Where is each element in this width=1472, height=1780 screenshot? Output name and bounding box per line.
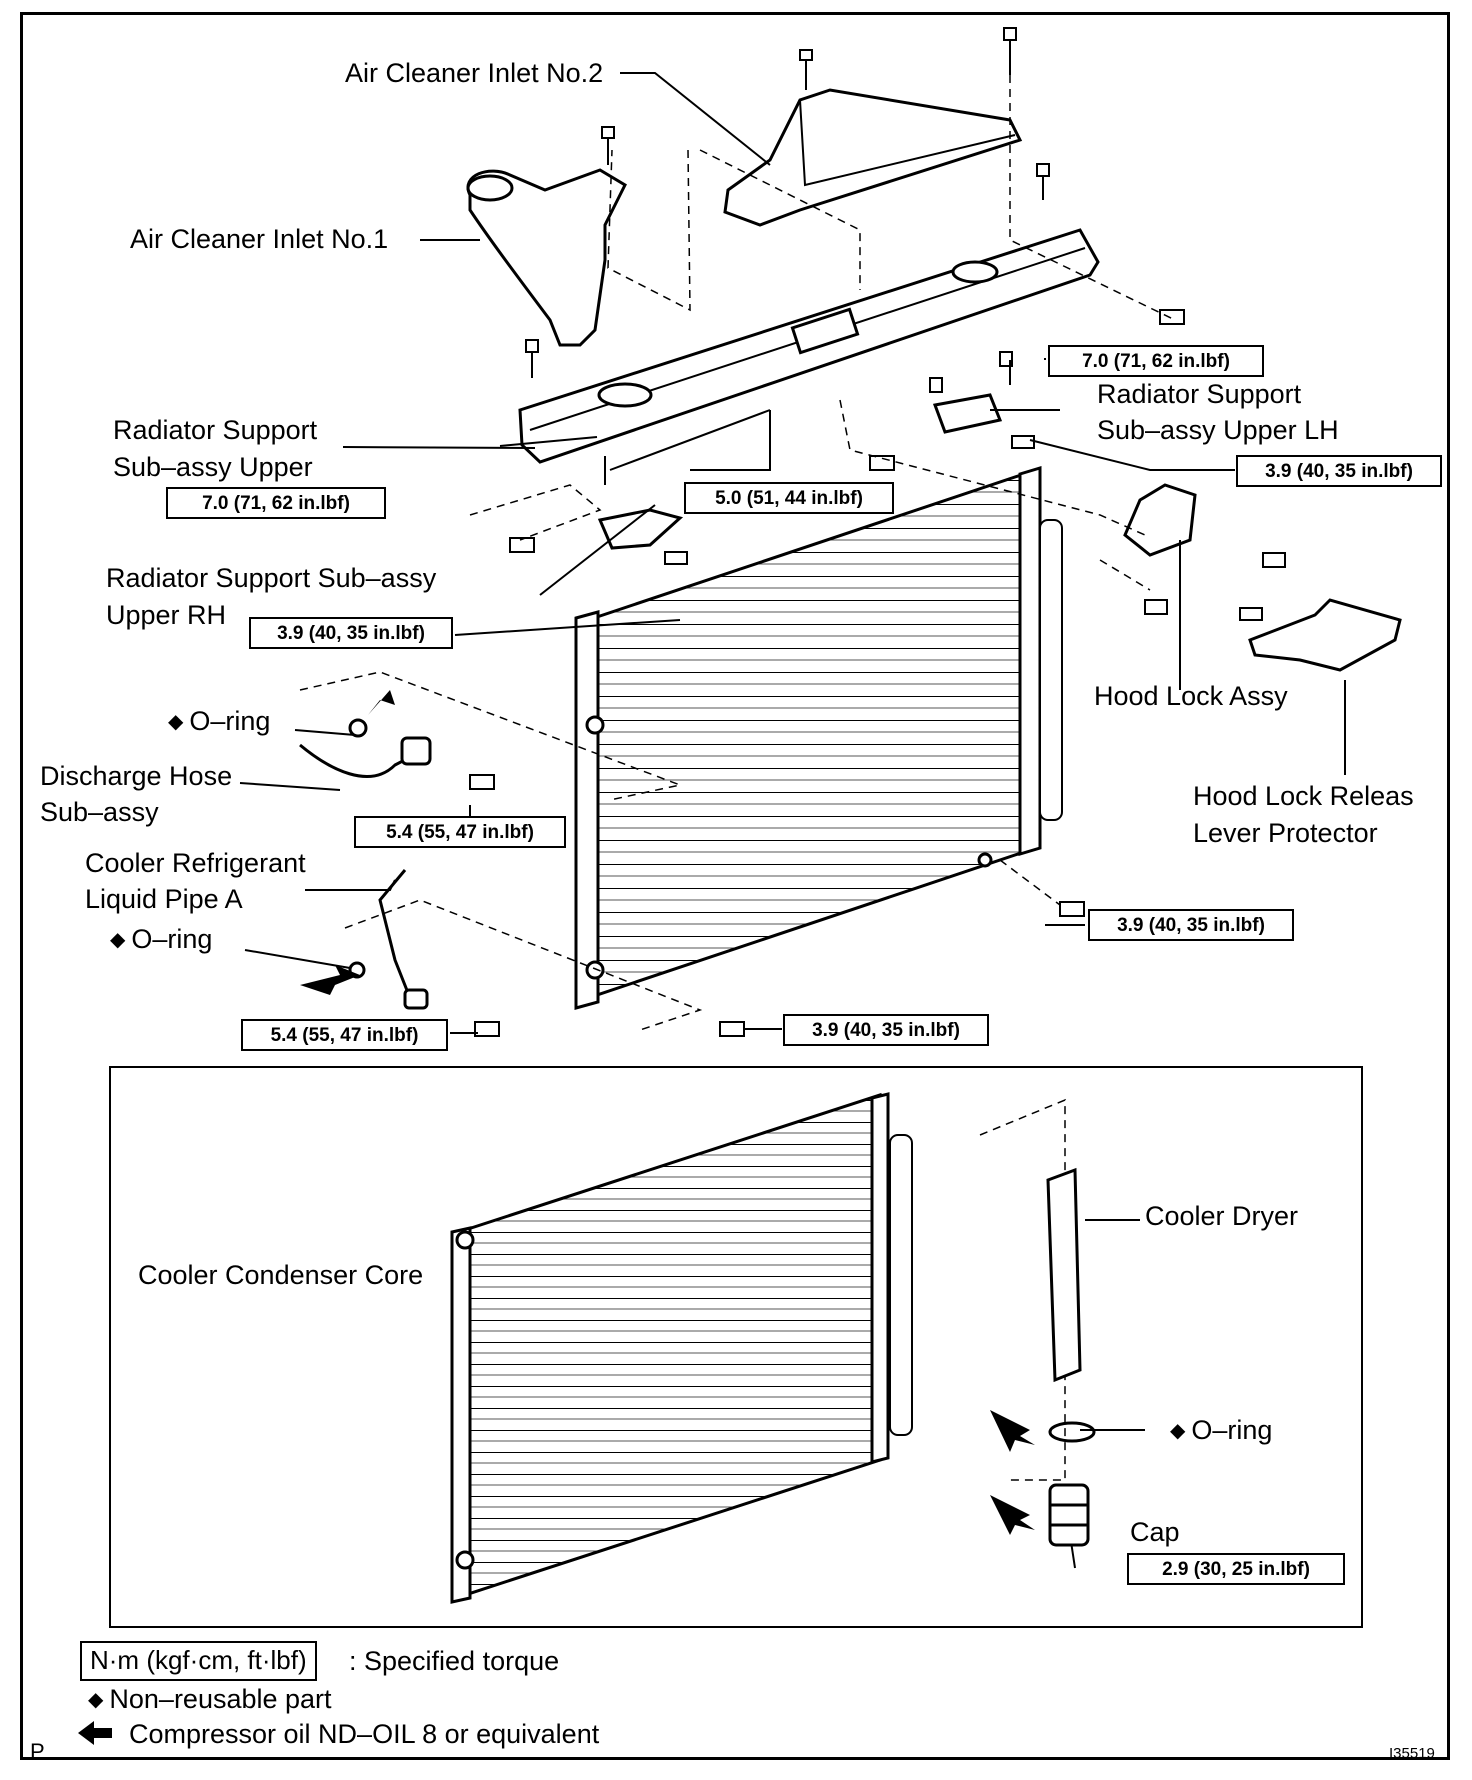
label-air-cleaner-inlet-1: Air Cleaner Inlet No.1 [130,224,389,254]
torque-rh: 3.9 (40, 35 in.lbf) [249,617,453,649]
oil-arrow-icons [300,690,1035,1535]
label-cooler-condenser-core: Cooler Condenser Core [138,1260,424,1290]
label-radiator-support-rh-line2: Upper RH [106,600,227,630]
label-cooler-pipe-line1: Cooler Refrigerant [85,848,306,878]
label-air-cleaner-inlet-2: Air Cleaner Inlet No.2 [345,58,604,88]
legend-oil: Compressor oil ND–OIL 8 or equivalent [129,1719,600,1749]
cap [1048,1483,1090,1547]
bolt [799,49,813,90]
bolt [1011,435,1035,449]
legend-oil-arrow-icon [78,1721,112,1745]
inset-box [109,1066,1363,1628]
label-radiator-support-upper-line2: Sub–assy Upper [113,452,313,482]
label-discharge-hose-line1: Discharge Hose [40,761,233,791]
label-discharge-hose-line2: Sub–assy [40,797,159,827]
bolt [601,126,615,165]
label-hood-lock-releas-line1: Hood Lock Releas [1193,781,1414,811]
torque-cap: 2.9 (30, 25 in.lbf) [1127,1553,1345,1585]
bolt [469,774,495,790]
label-radiator-support-lh-line1: Radiator Support [1097,379,1302,409]
air-cleaner-inlet-1 [466,168,627,347]
legend-torque-box: N·m (kgf·cm, ft·lbf) [80,1641,317,1681]
label-cooler-dryer: Cooler Dryer [1145,1201,1299,1231]
bolt [869,455,895,471]
hood-lock [1123,483,1197,557]
torque-upper-lh-side: 3.9 (40, 35 in.lbf) [1236,455,1442,487]
figure-id: I35519 [1389,1745,1435,1762]
bolt [1262,552,1286,568]
bolt [525,339,539,378]
bolt [1059,901,1085,917]
torque-condenser-bottom: 3.9 (40, 35 in.lbf) [783,1014,989,1046]
bolt [1239,607,1263,621]
diagram-frame [20,12,1450,1760]
bracket-rh [597,508,684,550]
torque-pipe: 5.4 (55, 47 in.lbf) [241,1019,448,1051]
bolt [474,1021,500,1037]
label-radiator-support-rh-line1: Radiator Support Sub–assy [106,563,437,593]
label-hood-lock-assy: Hood Lock Assy [1094,681,1288,711]
bolt [1003,27,1017,75]
legend-nonreusable: Non–reusable part [88,1682,331,1717]
label-radiator-support-upper-line1: Radiator Support [113,415,318,445]
bolt [1036,163,1050,200]
torque-discharge: 5.4 (55, 47 in.lbf) [354,816,566,848]
bracket-lh [932,393,1003,434]
label-cooler-pipe-line2: Liquid Pipe A [85,884,243,914]
torque-upper-left: 7.0 (71, 62 in.lbf) [166,487,386,519]
condenser-upper [574,465,1063,1010]
bolt [719,1021,745,1037]
bolt [1159,309,1185,325]
bolt [509,537,535,553]
label-radiator-support-lh-line2: Sub–assy Upper LH [1097,415,1339,445]
label-hood-lock-releas-line2: Lever Protector [1193,818,1378,848]
label-cap: Cap [1130,1517,1180,1547]
torque-upper-lh-top: 7.0 (71, 62 in.lbf) [1048,345,1264,377]
air-cleaner-inlet-2 [723,88,1023,227]
torque-center: 5.0 (51, 44 in.lbf) [684,482,894,514]
label-oring-2: O–ring [110,922,212,957]
condenser-lower [450,1092,913,1604]
bolt [929,377,943,393]
label-oring-3: O–ring [1170,1413,1272,1448]
oring-dryer [1048,1421,1096,1443]
discharge-hose [299,743,421,778]
radiator-support-upper [518,228,1100,464]
corner-label-left: P [30,1739,45,1764]
label-oring-1: O–ring [168,704,270,739]
bolt [664,551,688,565]
hood-lock-protector [1248,598,1402,672]
legend-torque-desc: : Specified torque [349,1646,560,1676]
cooler-dryer [1046,1167,1082,1383]
bolt [1144,599,1168,615]
torque-condenser-right: 3.9 (40, 35 in.lbf) [1088,909,1294,941]
